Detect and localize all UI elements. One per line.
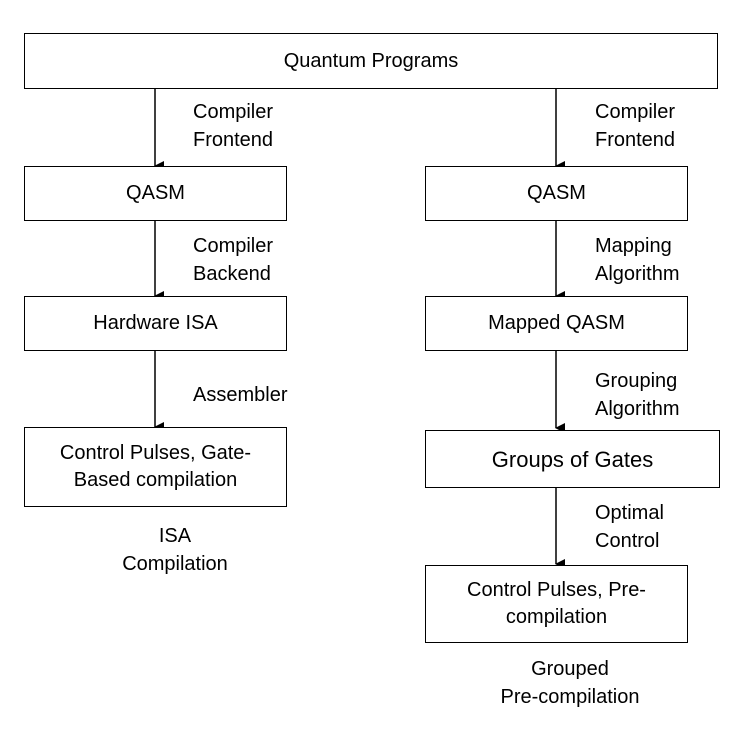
compiler-backend-line-2: Backend bbox=[193, 263, 271, 285]
mapping-algorithm-line-2: Algorithm bbox=[595, 263, 680, 285]
isa-compilation-caption: ISA Compilation bbox=[100, 522, 250, 578]
gate-based-control-pulses-line-2: Based compilation bbox=[73, 469, 238, 491]
groups-of-gates-label: Groups of Gates bbox=[491, 446, 654, 472]
grouped-pre-compilation-caption: Grouped Pre-compilation bbox=[470, 655, 670, 711]
gate-based-control-pulses-line-1: Control Pulses, Gate- bbox=[59, 442, 252, 464]
left-qasm-label: QASM bbox=[126, 182, 185, 204]
right-compiler-frontend-line-1: Compiler bbox=[595, 101, 676, 123]
hardware-isa-box: Hardware ISA bbox=[24, 296, 287, 351]
left-compiler-frontend-line-1: Compiler bbox=[193, 101, 274, 123]
right-compiler-frontend-line-2: Frontend bbox=[595, 129, 676, 151]
grouped-pre-compilation-line-2: Pre-compilation bbox=[500, 686, 640, 708]
grouping-algorithm-line-1: Grouping bbox=[595, 370, 678, 392]
right-qasm-box: QASM bbox=[425, 166, 688, 221]
quantum-programs-label: Quantum Programs bbox=[283, 49, 459, 72]
optimal-control-line-1: Optimal bbox=[595, 502, 664, 524]
mapping-algorithm-label: Mapping Algorithm bbox=[595, 232, 679, 288]
hardware-isa-label: Hardware ISA bbox=[93, 312, 218, 334]
right-qasm-label: QASM bbox=[527, 182, 586, 204]
compiler-backend-line-1: Compiler bbox=[193, 235, 274, 257]
assembler-label: Assembler bbox=[193, 381, 287, 409]
isa-compilation-line-1: ISA bbox=[158, 525, 192, 547]
left-compiler-frontend-line-2: Frontend bbox=[193, 129, 274, 151]
left-qasm-box: QASM bbox=[24, 166, 287, 221]
isa-compilation-line-2: Compilation bbox=[122, 553, 228, 575]
assembler-line-1: Assembler bbox=[193, 384, 288, 406]
mapping-algorithm-line-1: Mapping bbox=[595, 235, 672, 257]
pre-compilation-control-pulses-box: Control Pulses, Pre- compilation bbox=[425, 565, 688, 643]
gate-based-control-pulses-box: Control Pulses, Gate- Based compilation bbox=[24, 427, 287, 507]
compiler-backend-label: Compiler Backend bbox=[193, 232, 273, 288]
grouping-algorithm-line-2: Algorithm bbox=[595, 398, 680, 420]
grouped-pre-compilation-line-1: Grouped bbox=[531, 658, 609, 680]
pre-compilation-control-pulses-line-1: Control Pulses, Pre- bbox=[467, 579, 646, 601]
mapped-qasm-label: Mapped QASM bbox=[488, 312, 625, 334]
pre-compilation-control-pulses-line-2: compilation bbox=[505, 606, 608, 628]
quantum-programs-box: Quantum Programs bbox=[24, 33, 718, 89]
groups-of-gates-box: Groups of Gates bbox=[425, 430, 720, 488]
mapped-qasm-box: Mapped QASM bbox=[425, 296, 688, 351]
optimal-control-line-2: Control bbox=[595, 530, 660, 552]
optimal-control-label: Optimal Control bbox=[595, 499, 664, 555]
left-compiler-frontend-label: Compiler Frontend bbox=[193, 98, 273, 154]
right-compiler-frontend-label: Compiler Frontend bbox=[595, 98, 675, 154]
grouping-algorithm-label: Grouping Algorithm bbox=[595, 367, 679, 423]
